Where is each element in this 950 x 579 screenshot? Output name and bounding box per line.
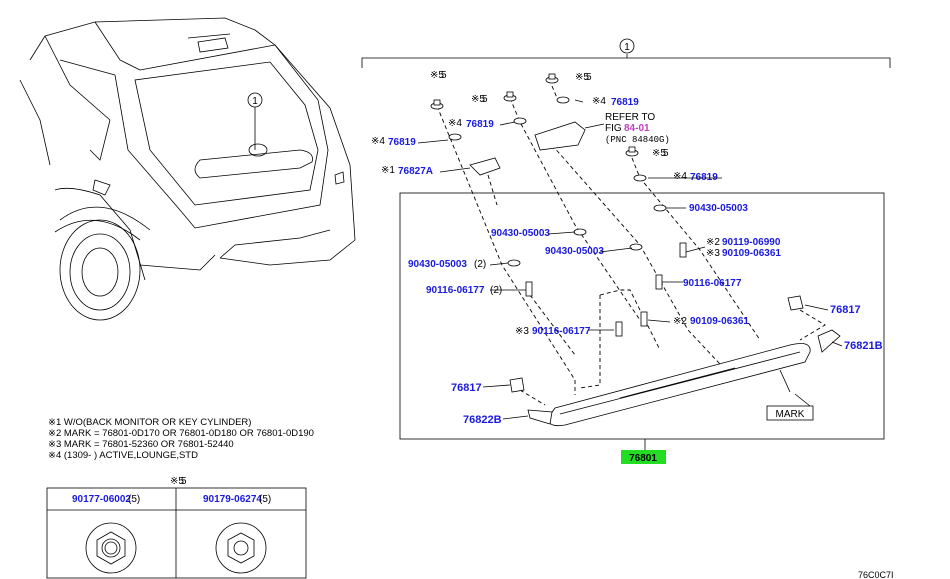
callout-1-circle-top — [619, 38, 635, 54]
back-door-garnish — [547, 343, 811, 427]
svg-text:90109-06361: 90109-06361 — [722, 248, 781, 259]
svg-text:90430-05003: 90430-05003 — [408, 259, 467, 270]
table-header-mark: ※5 — [170, 476, 184, 487]
svg-text:76827A: 76827A — [398, 166, 433, 177]
svg-text:90116-06177: 90116-06177 — [426, 285, 485, 296]
svg-text:76819: 76819 — [388, 137, 416, 148]
assembly-box — [399, 192, 885, 440]
assembly-lines — [436, 85, 826, 406]
svg-text:84-01: 84-01 — [624, 123, 650, 134]
assembly-pn: 76801 — [629, 453, 657, 464]
group-bracket — [361, 54, 891, 68]
svg-text:※3: ※3 — [706, 248, 720, 259]
svg-text:※4: ※4 — [448, 118, 462, 129]
svg-text:※5: ※5 — [652, 148, 666, 159]
svg-text:90430-05003: 90430-05003 — [689, 203, 748, 214]
callout-1-circle-car — [247, 92, 263, 108]
parts-table — [46, 487, 307, 579]
svg-text:※3: ※3 — [515, 326, 529, 337]
assembly-pn-highlight — [621, 450, 666, 464]
svg-text:76822B: 76822B — [463, 414, 502, 426]
footer-code: 76C0C7I — [858, 570, 894, 579]
svg-text:FIG: FIG — [605, 123, 622, 134]
car-rear-illustration — [19, 17, 356, 321]
svg-text:※4: ※4 — [371, 136, 385, 147]
end-cap-left-76822B — [527, 409, 553, 425]
clip-76817-right — [787, 295, 804, 311]
svg-text:※2: ※2 — [706, 237, 720, 248]
svg-text:※4: ※4 — [673, 171, 687, 182]
svg-text:76821B: 76821B — [844, 340, 883, 352]
callout-labels: ※55 ※55 ※55 ※55 ※4 76819 ※4 76819 ※4 768… — [371, 70, 883, 426]
svg-text:5: 5 — [663, 148, 669, 159]
svg-text:76819: 76819 — [466, 119, 494, 130]
svg-text:REFER TO: REFER TO — [605, 112, 655, 123]
svg-text:5: 5 — [586, 72, 592, 83]
svg-text:※5: ※5 — [575, 72, 589, 83]
svg-text:5: 5 — [441, 70, 447, 81]
callout-1-car: 1 — [252, 96, 258, 107]
svg-text:90116-06177: 90116-06177 — [683, 278, 742, 289]
part-76827A — [469, 157, 501, 176]
svg-text:90119-06990: 90119-06990 — [722, 237, 781, 248]
svg-text:※1: ※1 — [381, 165, 395, 176]
svg-text:※5: ※5 — [430, 70, 444, 81]
svg-text:(2): (2) — [490, 285, 502, 296]
svg-text:76817: 76817 — [830, 304, 861, 316]
leader-lines — [417, 99, 843, 420]
hex-nut-with-flange-icon — [85, 522, 137, 574]
svg-text:76819: 76819 — [690, 172, 718, 183]
svg-text:90430-05003: 90430-05003 — [545, 246, 604, 257]
svg-text:90109-06361: 90109-06361 — [690, 316, 749, 327]
clip-76817-left — [509, 377, 525, 393]
hex-nut-icon — [215, 522, 267, 574]
table-col1-qty: (5) — [128, 494, 140, 505]
svg-text:(2): (2) — [474, 259, 486, 270]
mark-label: MARK — [776, 409, 805, 420]
part-84840G — [534, 121, 586, 151]
callout-1-top: 1 — [624, 42, 630, 53]
table-header-mark-5: 5 — [181, 476, 187, 487]
note-2: ※2 MARK = 76801-0D170 OR 76801-0D180 OR … — [48, 428, 314, 439]
table-col1-pn: 90177-06002 — [72, 494, 131, 505]
svg-text:※4: ※4 — [592, 96, 606, 107]
note-1: ※1 W/O(BACK MONITOR OR KEY CYLINDER) — [48, 417, 252, 428]
mark-box — [766, 405, 814, 421]
svg-text:76819: 76819 — [611, 97, 639, 108]
svg-text:※5: ※5 — [471, 94, 485, 105]
svg-text:90430-05003: 90430-05003 — [491, 228, 550, 239]
svg-text:(PNC 84840G): (PNC 84840G) — [605, 135, 670, 145]
table-col2-pn: 90179-06274 — [203, 494, 262, 505]
note-3: ※3 MARK = 76801-52360 OR 76801-52440 — [48, 439, 234, 450]
note-4: ※4 (1309- ) ACTIVE,LOUNGE,STD — [48, 450, 198, 461]
table-col2-qty: (5) — [259, 494, 271, 505]
svg-text:※2: ※2 — [673, 316, 687, 327]
svg-text:90116-06177: 90116-06177 — [532, 326, 591, 337]
svg-text:5: 5 — [482, 94, 488, 105]
end-cap-right-76821B — [817, 329, 841, 353]
svg-text:76817: 76817 — [451, 382, 482, 394]
